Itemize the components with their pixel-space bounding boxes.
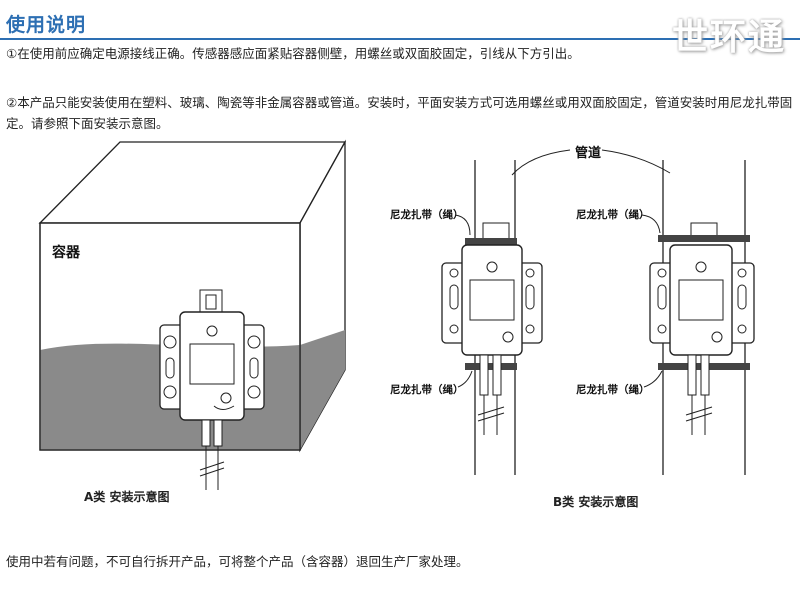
sensor-a [159,289,265,490]
brand-logo: 世环通 [671,17,786,58]
container-label: 容器 [51,244,81,261]
diagram-b-caption: B类 安装示意图 [553,495,639,509]
diagram-a-container-install: 容器 [38,139,347,490]
page-title: 使用说明 [6,14,87,36]
footer-note: 使用中若有问题，不可自行拆开产品，可将整个产品（含容器）退回生产厂家处理。 [6,554,469,569]
tie-label-top-right: 尼龙扎带（绳） [576,208,650,221]
title-divider [0,38,800,40]
sensor-b-right [649,222,755,435]
pipe-label: 管道 [575,145,601,161]
instruction-2: ②本产品只能安装使用在塑料、玻璃、陶瓷等非金属容器或管道。安装时，平面安装方式可… [6,95,793,131]
diagram-a-caption: A类 安装示意图 [84,490,170,504]
tie-label-bottom-left: 尼龙扎带（绳） [390,383,464,396]
diagram-b-pipe-install: 管道 [390,145,755,475]
instruction-1: ①在使用前应确定电源接线正确。传感器感应面紧贴容器侧壁，用螺丝或双面胶固定，引线… [6,46,580,61]
tie-label-bottom-right: 尼龙扎带（绳） [576,383,650,396]
tie-label-top-left: 尼龙扎带（绳） [390,208,464,221]
sensor-b-left [441,222,543,435]
